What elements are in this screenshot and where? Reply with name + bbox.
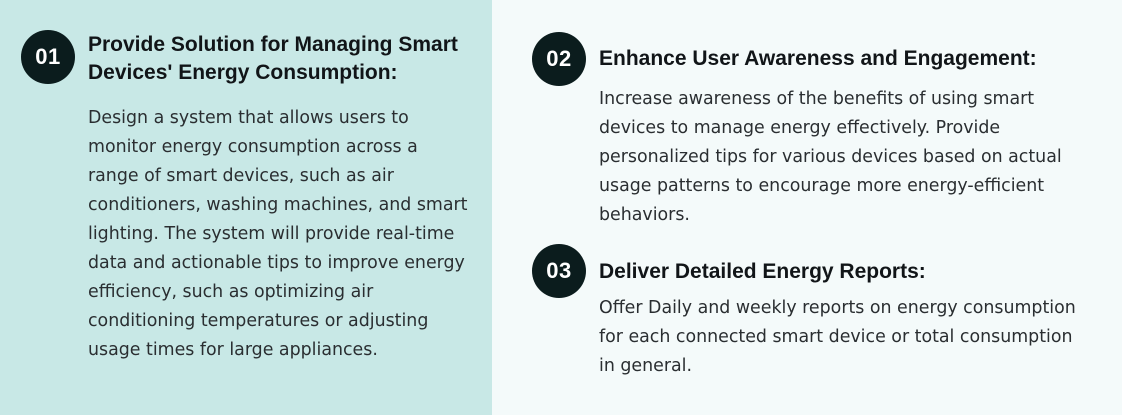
item-description: Design a system that allows users to mon… xyxy=(88,108,468,360)
item-description: Increase awareness of the benefits of us… xyxy=(599,89,1062,225)
item-number-badge: 02 xyxy=(532,32,586,86)
left-panel xyxy=(0,0,492,415)
item-number-badge: 01 xyxy=(21,30,75,84)
item-number-badge: 03 xyxy=(532,244,586,298)
item-title: Deliver Detailed Energy Reports: xyxy=(599,260,926,283)
right-panel xyxy=(492,0,1122,415)
item-description: Offer Daily and weekly reports on energy… xyxy=(599,298,1076,376)
item-title: Enhance User Awareness and Engagement: xyxy=(599,47,1037,70)
item-title: Provide Solution for Managing Smart Devi… xyxy=(88,33,458,84)
